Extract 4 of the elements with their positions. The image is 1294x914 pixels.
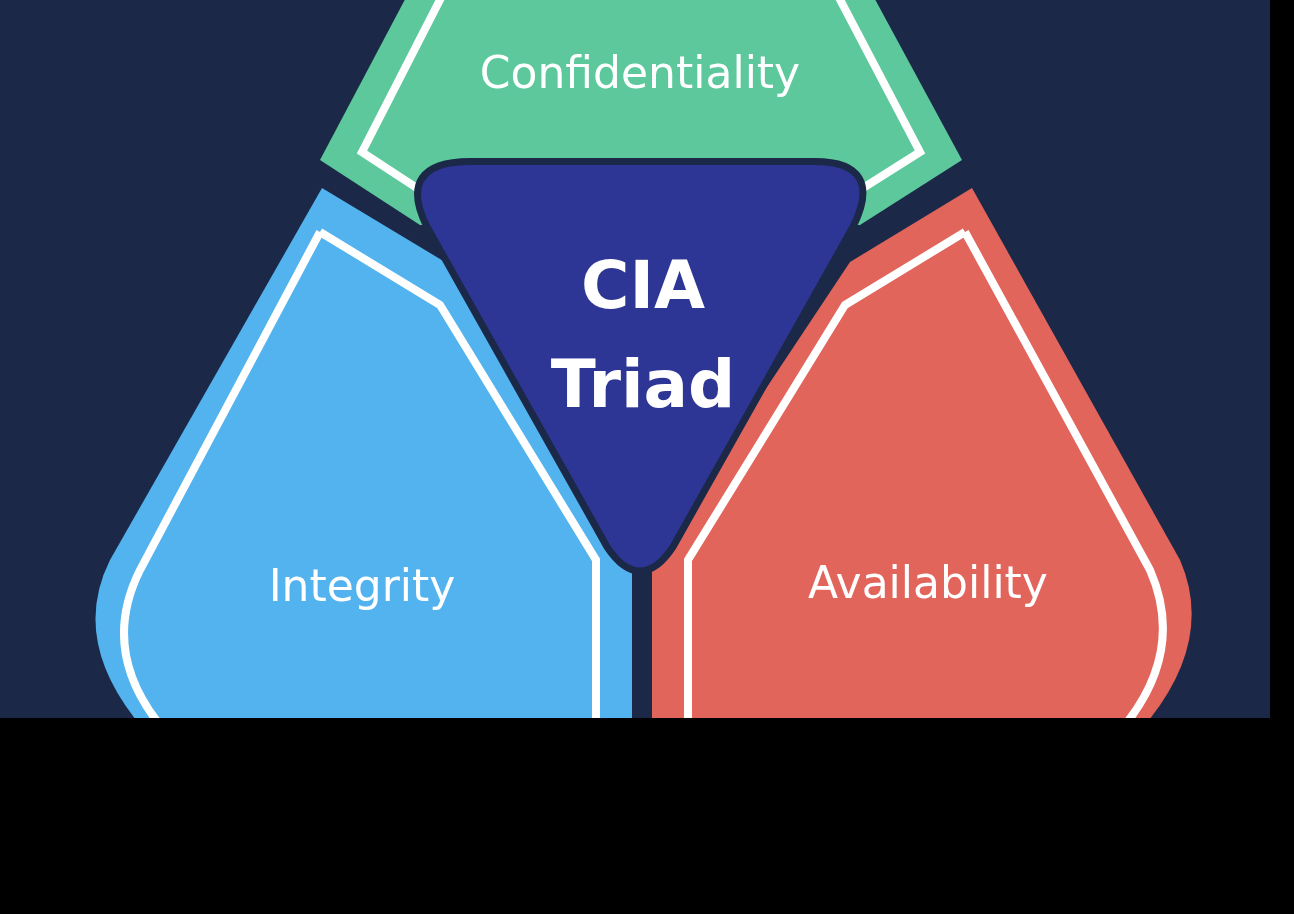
title-label: CIA Triad bbox=[549, 246, 737, 425]
petal-label: Confidentiality bbox=[479, 46, 801, 98]
petal-label: Availability bbox=[808, 556, 1048, 608]
petal-label: Integrity bbox=[268, 559, 456, 611]
